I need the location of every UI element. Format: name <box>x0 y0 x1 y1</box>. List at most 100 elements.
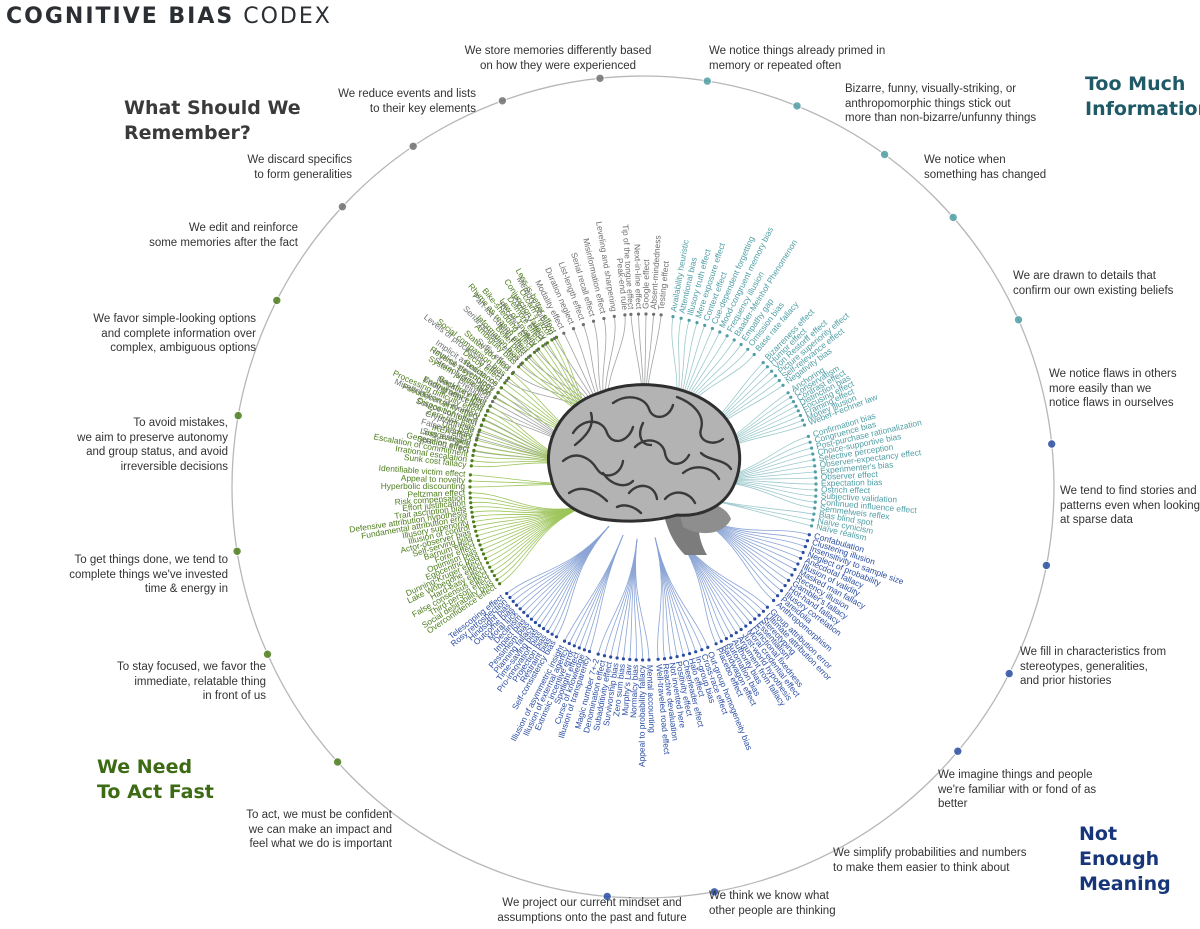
bias-dot <box>612 314 616 318</box>
note-stay-focused: To stay focused, we favor the immediate,… <box>117 661 266 702</box>
bias-dot <box>652 312 656 316</box>
bias-dot <box>641 658 645 662</box>
branch-line <box>506 525 610 594</box>
note-project-mindset: We project our current mindset and assum… <box>497 897 687 924</box>
bias-label: Absent-mindedness <box>648 235 663 310</box>
bias-dot <box>490 569 494 574</box>
bias-dot <box>615 656 619 660</box>
bias-dot <box>468 485 472 489</box>
bias-dot <box>811 452 815 456</box>
bias-dot <box>806 434 811 438</box>
bias-dot <box>562 639 567 643</box>
bias-dot <box>739 342 743 347</box>
bias-dot <box>814 476 818 480</box>
bias-dot <box>789 395 793 399</box>
bias-dot <box>623 313 627 317</box>
note-imagine-familiar: We imagine things and people we're famil… <box>938 769 1097 810</box>
category-dot <box>337 202 348 212</box>
bias-label: Observer effect <box>820 469 878 482</box>
branch-line <box>519 525 610 610</box>
category-dot <box>408 141 418 152</box>
bias-dot <box>480 548 484 552</box>
bias-dot <box>812 458 816 462</box>
bias-dot <box>554 335 559 339</box>
bias-label: Normalcy bias <box>628 665 640 718</box>
bias-dot <box>732 338 736 342</box>
note-get-things-done: To get things done, we tend to complete … <box>69 554 228 595</box>
brain-icon <box>546 383 742 555</box>
bias-dot <box>596 652 600 656</box>
bias-dot <box>776 594 780 598</box>
branch-line <box>531 525 610 620</box>
bias-dot <box>621 657 626 661</box>
bias-dot <box>470 459 474 463</box>
bias-dot <box>484 413 488 417</box>
bias-dot <box>761 361 765 365</box>
note-store-memories: We store memories differently based on h… <box>464 45 652 72</box>
bias-dot <box>757 613 761 617</box>
bias-dot <box>671 315 675 319</box>
bias-dot <box>481 418 486 422</box>
bias-dot <box>609 655 613 659</box>
bias-dot <box>473 443 477 447</box>
bias-dot <box>807 533 811 537</box>
bias-dot <box>498 582 502 586</box>
branch-line <box>654 537 662 660</box>
bias-dot <box>796 409 800 413</box>
bias-label: Appeal to probability fallacy <box>637 664 647 767</box>
bias-dot <box>550 338 554 342</box>
bias-dot <box>791 400 796 404</box>
bias-dot <box>562 331 566 335</box>
bias-dot <box>493 396 497 400</box>
bias-dot <box>602 316 606 321</box>
page-title: COGNITIVE BIAS CODEX <box>6 4 332 29</box>
bias-dot <box>545 341 550 345</box>
bias-dot <box>577 646 581 650</box>
bias-dot <box>810 524 814 528</box>
bias-dot <box>798 413 803 418</box>
bias-dot <box>499 386 503 390</box>
outer-ring <box>231 75 1055 899</box>
bias-dot <box>495 578 499 582</box>
bias-dot <box>468 479 472 483</box>
bias-dot <box>479 423 484 427</box>
note-stories-patterns: We tend to find stories and patterns eve… <box>1060 485 1200 526</box>
bias-dot <box>488 565 492 569</box>
branch-line <box>589 534 624 652</box>
bias-dot <box>700 648 704 652</box>
bias-dot <box>520 361 524 365</box>
bias-dot <box>507 376 511 380</box>
note-reduce-events: We reduce events and lists to their key … <box>338 88 476 115</box>
bias-dot <box>681 653 686 657</box>
bias-dot <box>724 637 729 641</box>
bias-label: Risk compensation <box>394 492 466 506</box>
quadrant-title-information: Too Much Information <box>1085 73 1200 120</box>
quadrant-title-meaning: Not Enough Meaning <box>1079 823 1171 895</box>
bias-dot <box>744 624 748 628</box>
bias-dot <box>695 321 699 325</box>
note-confirm-beliefs: We are drawn to details that confirm our… <box>1013 270 1174 297</box>
category-dot <box>953 746 963 756</box>
bias-dot <box>679 316 683 320</box>
bias-dot <box>812 512 816 516</box>
bias-dot <box>813 464 817 468</box>
category-dot <box>948 212 958 223</box>
category-dot <box>272 295 282 306</box>
bias-dot <box>706 645 710 650</box>
bias-dot <box>483 556 488 561</box>
bias-dot <box>472 448 476 452</box>
bias-dot <box>813 500 817 504</box>
bias-label: Subjective validation <box>821 491 898 505</box>
bias-dot <box>748 621 753 625</box>
bias-dot <box>481 552 486 556</box>
bias-dot <box>773 374 778 378</box>
bias-dot <box>814 488 818 492</box>
bias-dot <box>752 352 756 357</box>
bias-label: Mental accounting <box>645 665 657 734</box>
note-bizarre-things: Bizarre, funny, visually-striking, or an… <box>845 83 1037 124</box>
bias-dot <box>468 491 472 495</box>
bias-dot <box>814 494 818 498</box>
bias-dot <box>591 319 596 323</box>
category-dot <box>262 649 273 659</box>
bias-dot <box>469 505 473 510</box>
